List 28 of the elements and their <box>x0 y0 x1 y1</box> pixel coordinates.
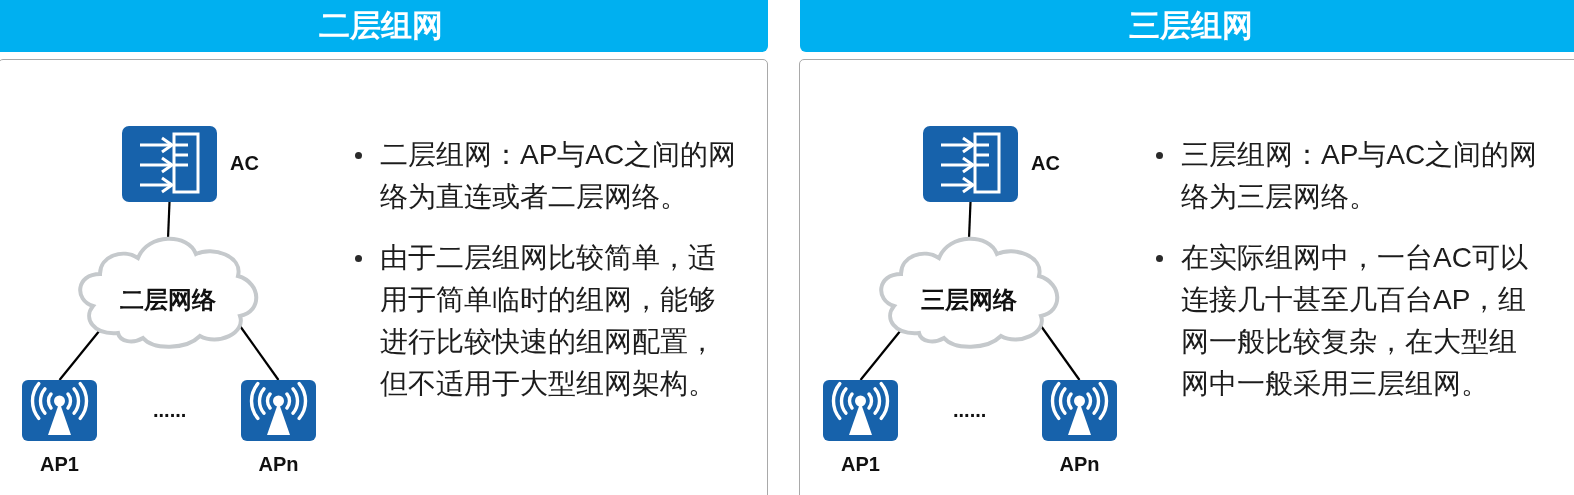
bullet-text: 由于二层组网比较简单，适用于简单临时的组网，能够进行比较快速的组网配置，但不适用于大型组网架构。 <box>380 241 717 401</box>
bullet-text: 二层组网：AP与AC之间的网络为直连或者二层网络。 <box>380 138 738 214</box>
connection-line <box>859 329 902 381</box>
bullet-text: 在实际组网中，一台AC可以连接几十甚至几百台AP，组网一般比较复杂，在大型组网中一般采用三层组网。 <box>1181 241 1529 401</box>
bullet-text: 三层组网：AP与AC之间的网络为三层网络。 <box>1181 138 1539 214</box>
connection-line <box>1040 325 1081 381</box>
header-bar <box>0 0 768 52</box>
network-cloud <box>877 236 1061 352</box>
cloud-label: 三层网络 <box>920 286 1018 314</box>
cloud-label: 二层网络 <box>119 286 217 314</box>
header-title: 三层组网 <box>1129 7 1253 44</box>
connection-line <box>967 201 972 239</box>
device-label: AC <box>1031 151 1060 175</box>
connection-line <box>239 325 280 381</box>
header-title: 二层组网 <box>319 7 443 44</box>
connection-line <box>166 201 171 239</box>
header-bar <box>800 0 1574 52</box>
connection-line <box>58 329 101 381</box>
device-label: APn <box>1058 452 1101 476</box>
content-panel <box>0 59 768 495</box>
content-panel <box>799 59 1574 495</box>
device-label: AP1 <box>840 452 881 476</box>
device-label: APn <box>257 452 300 476</box>
ellipsis-label: ...... <box>153 398 187 422</box>
device-label: AP1 <box>39 452 80 476</box>
ellipsis-label: ...... <box>953 398 987 422</box>
network-cloud <box>76 236 260 352</box>
device-label: AC <box>230 151 259 175</box>
